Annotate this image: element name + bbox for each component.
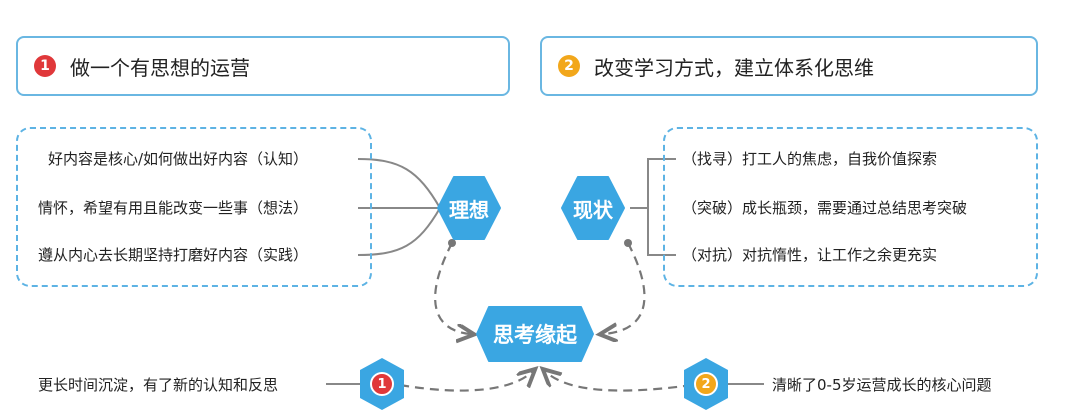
right-item-1: （找寻）打工人的焦虑，自我价值探索: [682, 150, 938, 168]
arrow-left-to-center: [434, 242, 470, 334]
arrow-bottom-left-to-center: [399, 372, 532, 392]
top-left-header-box: 1 做一个有思想的运营: [16, 36, 510, 96]
left-item-2: 情怀，希望有用且能改变一些事（想法）: [38, 199, 309, 217]
top-left-title: 做一个有思想的运营: [70, 55, 250, 80]
bottom-right-badge: 2: [682, 356, 730, 412]
arrow-right-to-center: [604, 242, 646, 334]
left-item-1: 好内容是核心/如何做出好内容（认知）: [48, 150, 309, 168]
right-connector-bracket: [647, 158, 676, 256]
number-badge-1: 1: [34, 55, 56, 77]
number-badge-2: 2: [558, 55, 580, 77]
arrow-bottom-right-to-center: [546, 372, 693, 392]
right-item-3: （对抗）对抗惰性，让工作之余更充实: [682, 246, 938, 264]
right-item-2: （突破）成长瓶颈，需要通过总结思考突破: [682, 199, 968, 217]
reality-node-label: 现状: [573, 197, 613, 222]
ideal-node-label: 理想: [449, 197, 489, 222]
right-items-box: [663, 127, 1038, 287]
thinking-origin-label: 思考缘起: [493, 323, 577, 347]
top-right-header-box: 2 改变学习方式，建立体系化思维: [540, 36, 1038, 96]
thinking-origin-node: 思考缘起: [475, 305, 595, 363]
reality-node: 现状: [560, 175, 626, 241]
left-item-3: 遵从内心去长期坚持打磨好内容（实践）: [38, 246, 309, 264]
bottom-right-badge-number: 2: [701, 376, 711, 392]
bottom-left-badge-number: 1: [377, 376, 387, 392]
ideal-node: 理想: [436, 175, 502, 241]
bottom-right-text: 清晰了0-5岁运营成长的核心问题: [772, 376, 992, 394]
bottom-left-text: 更长时间沉淀，有了新的认知和反思: [38, 376, 279, 394]
bottom-left-badge: 1: [358, 356, 406, 412]
left-items-box: [16, 127, 372, 287]
top-right-title: 改变学习方式，建立体系化思维: [594, 55, 874, 80]
